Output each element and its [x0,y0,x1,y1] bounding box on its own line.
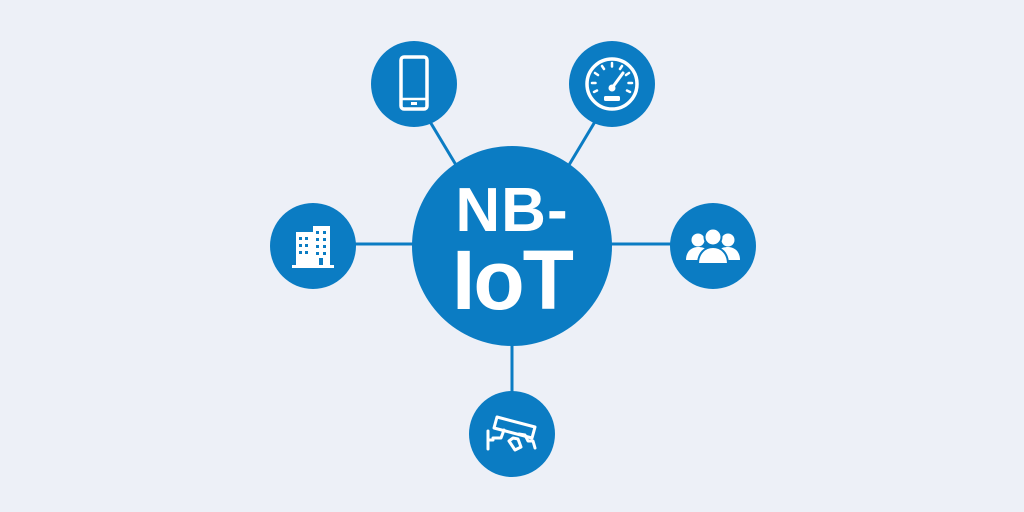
security-camera-icon [486,415,537,452]
node-users [670,203,756,289]
node-security-camera [469,391,555,477]
link-phone [427,119,461,171]
speedometer-icon [585,57,639,111]
node-smartphone [371,41,457,127]
users-group-icon [686,227,740,265]
smartphone-icon [399,55,429,111]
building-icon [292,226,334,268]
hub-label-line2: IoT [452,233,574,327]
hub-label-line1: NB- [455,176,569,245]
nb-iot-hub: NB- IoT [412,146,612,346]
node-speedometer [569,41,655,127]
link-gauge [564,119,598,171]
node-building [270,203,356,289]
